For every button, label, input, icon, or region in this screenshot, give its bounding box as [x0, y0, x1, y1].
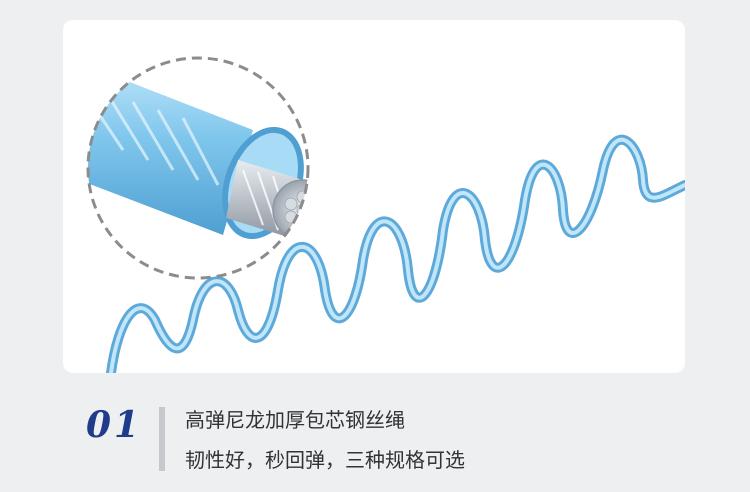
- feature-subtitle: 韧性好，秒回弹，三种规格可选: [185, 448, 465, 472]
- product-image-panel: [63, 20, 685, 373]
- coiled-cable: [106, 134, 685, 373]
- feature-caption: 01 高弹尼龙加厚包芯钢丝绳 韧性好，秒回弹，三种规格可选: [82, 400, 682, 472]
- feature-number: 01: [86, 404, 143, 446]
- coiled-cable-illustration: [86, 56, 685, 373]
- feature-title: 高弹尼龙加厚包芯钢丝绳: [185, 408, 405, 432]
- caption-divider: [159, 407, 165, 471]
- cross-section-zoom: [86, 56, 310, 280]
